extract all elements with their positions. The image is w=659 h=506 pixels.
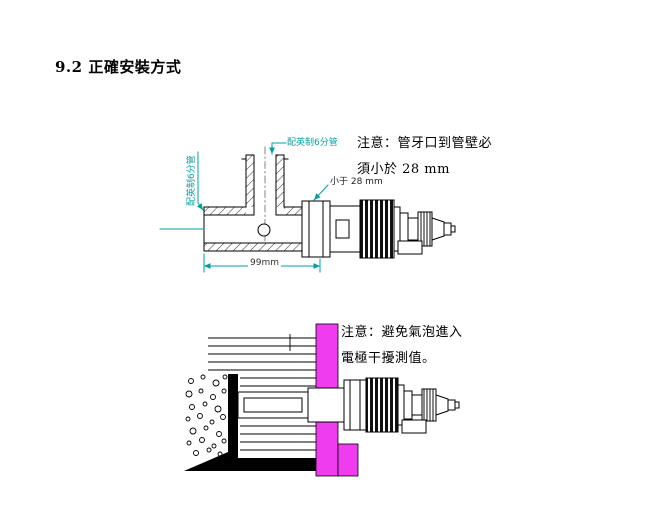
ribbed-cap: [359, 199, 395, 259]
cable-connector: [411, 394, 423, 416]
leader-gap-label: [313, 184, 329, 201]
electrode-assembly-lower: [307, 377, 460, 434]
upper-diagram: [159, 142, 456, 273]
pipe-opening-mark: [257, 223, 271, 237]
hex-nut: [343, 379, 367, 431]
probe-body: [237, 391, 319, 419]
wall-fitting: [307, 387, 345, 423]
upper-note: 注意：管牙口到管壁必 須小於 28 mm: [357, 131, 492, 183]
cable-connector: [407, 217, 419, 241]
upper-note-line1: 注意：管牙口到管壁必: [357, 136, 493, 151]
lower-note-line1: 注意：避免氣泡進入: [341, 325, 463, 340]
section-title: 9.2 正確安裝方式: [55, 58, 182, 76]
upper-note-line2: 須小於 28 mm: [357, 162, 450, 177]
tee-fitting: [203, 154, 303, 252]
bubbles: [185, 374, 228, 457]
cable-tag: [397, 240, 423, 255]
lower-note: 注意：避免氣泡進入 電極干擾測值。: [341, 320, 463, 372]
leader-side-label: [196, 151, 204, 211]
gap-label: 小于 28 mm: [330, 177, 383, 187]
pipe-spec-label-side: 配英制6分管: [187, 155, 197, 206]
cable-tag: [401, 419, 427, 434]
hex-nut: [301, 200, 331, 258]
tank-floor: [184, 452, 316, 471]
lower-diagram: [184, 323, 460, 477]
ribbed-cap: [365, 377, 399, 433]
electrode-assembly-upper: [301, 199, 456, 259]
water-lines: [208, 334, 316, 451]
pipe-spec-label-top: 配英制6分管: [287, 138, 338, 148]
reference-electrode-bar: [228, 374, 238, 466]
lower-note-line2: 電極干擾測值。: [341, 351, 436, 366]
leader-top-label: [269, 142, 287, 155]
length-dimension: 99mm: [248, 258, 281, 268]
